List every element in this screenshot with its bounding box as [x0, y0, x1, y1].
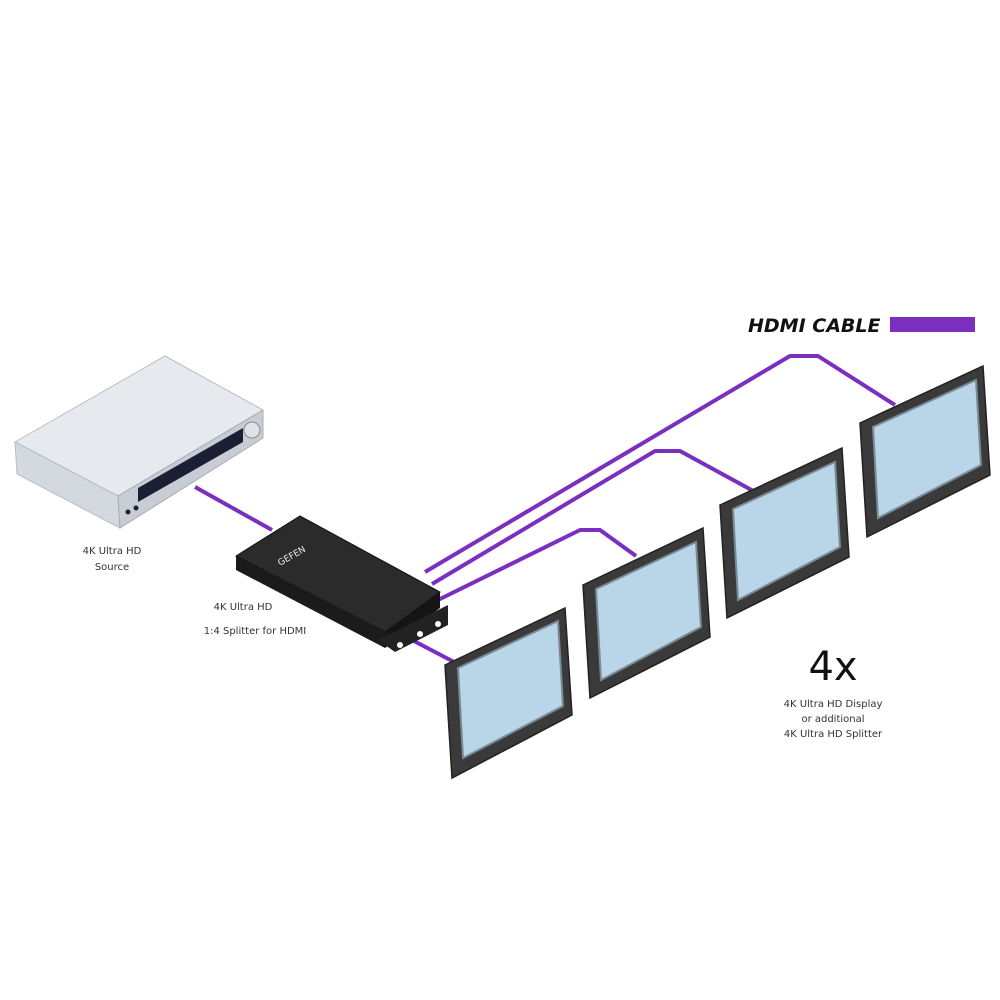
legend: HDMI CABLE [748, 315, 975, 337]
splitter-device: GEFEN [234, 515, 448, 652]
cable-source-to-splitter [194, 485, 273, 532]
hdmi-cables [194, 354, 897, 666]
cable-to-display-4 [423, 354, 897, 574]
legend-swatch [890, 317, 975, 332]
legend-label: HDMI CABLE [748, 315, 881, 337]
cable-to-display-1 [411, 638, 459, 666]
display-count: 4x [808, 644, 857, 690]
source-device [13, 355, 265, 529]
cable-to-display-2 [437, 528, 638, 602]
display-2 [582, 526, 711, 700]
display-label-line1: 4K Ultra HD Display [784, 699, 883, 710]
display-1 [444, 606, 573, 780]
display-label-line2: or additional [801, 714, 864, 725]
source-label-line1: 4K Ultra HD [83, 546, 142, 557]
display-label-line3: 4K Ultra HD Splitter [784, 729, 883, 740]
splitter-label-line2: 1:4 Splitter for HDMI [204, 626, 307, 637]
source-label-line2: Source [95, 562, 129, 573]
display-4 [859, 364, 991, 539]
display-3 [719, 446, 850, 620]
splitter-label-line1: 4K Ultra HD [214, 602, 273, 613]
cable-to-display-3 [430, 449, 758, 586]
